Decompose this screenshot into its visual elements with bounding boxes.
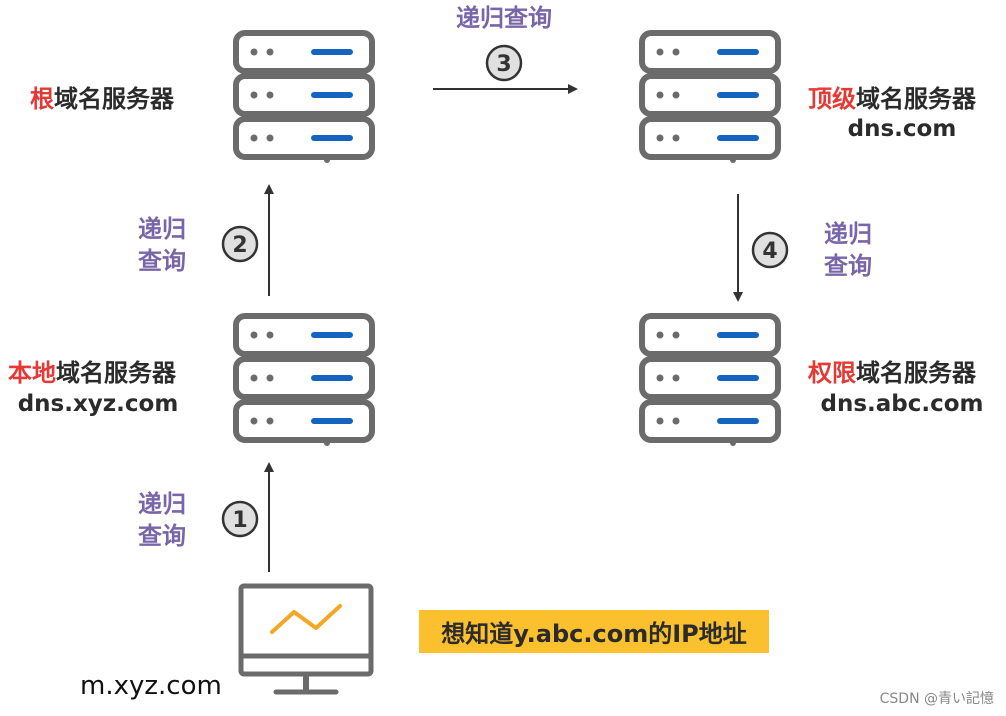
local-server-icon [236,316,372,446]
step-3-marker: 3 [485,44,523,82]
tld-server-label-rest: 域名服务器 [856,85,976,113]
tld-server-icon [642,33,778,163]
step-1-query-label: 递归 查询 [132,488,192,552]
root-server-label: 根域名服务器 [30,84,174,114]
step-2-query-line1: 递归 [138,215,186,243]
authority-server-label-highlight: 权限 [808,359,856,387]
tld-server-domain: dns.com [847,116,957,142]
step-4-query-line1: 递归 [824,220,872,248]
local-server-label-rest: 域名服务器 [56,359,176,387]
step-1-query-line1: 递归 [138,490,186,518]
authority-server-label: 权限域名服务器 [808,358,976,388]
root-server-icon [236,33,372,163]
root-server-label-highlight: 根 [30,85,54,113]
step-4-number: 4 [762,239,777,264]
tld-server-label: 顶级域名服务器 [808,84,976,114]
step-3-query-label: 递归查询 [456,4,552,32]
tld-server-label-highlight: 顶级 [808,85,856,113]
step-4-query-label: 递归 查询 [818,218,878,282]
local-server-label-highlight: 本地 [8,359,56,387]
watermark: CSDN @青い記憶 [879,691,994,707]
step-1-marker: 1 [221,500,259,538]
step-2-query-label: 递归 查询 [132,213,192,277]
local-server-label: 本地域名服务器 [8,358,176,388]
root-server-label-rest: 域名服务器 [54,85,174,113]
authority-server-domain: dns.abc.com [820,391,984,417]
local-server-domain: dns.xyz.com [17,391,179,417]
step-1-query-line2: 查询 [138,522,186,550]
client-domain-label: m.xyz.com [80,671,222,701]
step-2-number: 2 [232,233,247,258]
step-2-query-line2: 查询 [138,247,186,275]
step-3-number: 3 [496,52,511,77]
authority-server-icon [642,316,778,446]
client-question: 想知道y.abc.com的IP地址 [419,610,769,653]
step-4-marker: 4 [751,231,789,269]
step-1-number: 1 [232,508,247,533]
authority-server-label-rest: 域名服务器 [856,359,976,387]
client-monitor-icon [238,583,374,695]
step-2-marker: 2 [221,225,259,263]
step-4-query-line2: 查询 [824,252,872,280]
